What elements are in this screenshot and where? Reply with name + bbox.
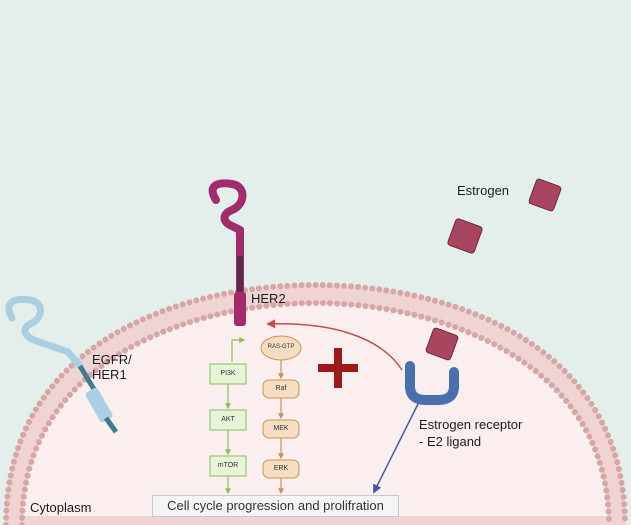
estrogen-receptor-icon xyxy=(405,361,459,405)
raf-label: Raf xyxy=(275,385,287,392)
mtor-label: mTOR xyxy=(217,462,239,469)
her2-receptor-icon xyxy=(208,179,247,326)
her2-to-pi3k-arrow xyxy=(231,337,246,356)
erk-label: ERK xyxy=(273,465,289,472)
cytoplasm-label: Cytoplasm xyxy=(30,500,92,515)
cytoplasm-region xyxy=(4,285,627,525)
her2-label: HER2 xyxy=(251,291,286,306)
egfr-receptor-icon xyxy=(5,295,119,434)
estrogen-molecule-icon xyxy=(447,218,483,254)
e2-ligand-label: - E2 ligand xyxy=(419,434,482,449)
cell-membrane-outer xyxy=(3,281,628,525)
cell-cycle-box: Cell cycle progression and prolifration xyxy=(152,495,399,517)
akt-label: AKT xyxy=(221,416,235,423)
mek-label: MEK xyxy=(273,425,289,432)
cell-membrane-inner xyxy=(19,299,612,525)
ras-gtp-label: RAS-GTP xyxy=(267,344,295,350)
egfr-label: EGFR/ HER1 xyxy=(92,352,132,382)
er-to-her2-arrow xyxy=(266,319,403,371)
pi3k-label: PI3K xyxy=(220,370,236,377)
inhibition-cross-icon xyxy=(318,348,358,388)
estrogen-receptor-label: Estrogen receptor xyxy=(419,417,523,432)
estrogen-label: Estrogen xyxy=(457,183,510,198)
estrogen-molecule-icon xyxy=(425,327,459,361)
er-to-proliferation-arrow xyxy=(373,403,419,494)
estrogen-molecule-icon xyxy=(528,178,562,212)
